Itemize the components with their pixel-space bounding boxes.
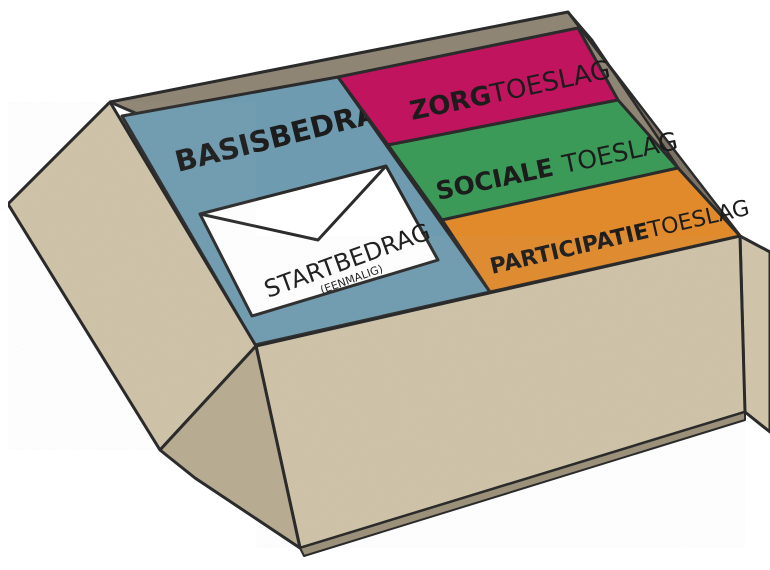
open-box-illustration: BASISBEDRAG ZORGTOESLAG SOCIALETOESLAG P…	[0, 0, 770, 570]
